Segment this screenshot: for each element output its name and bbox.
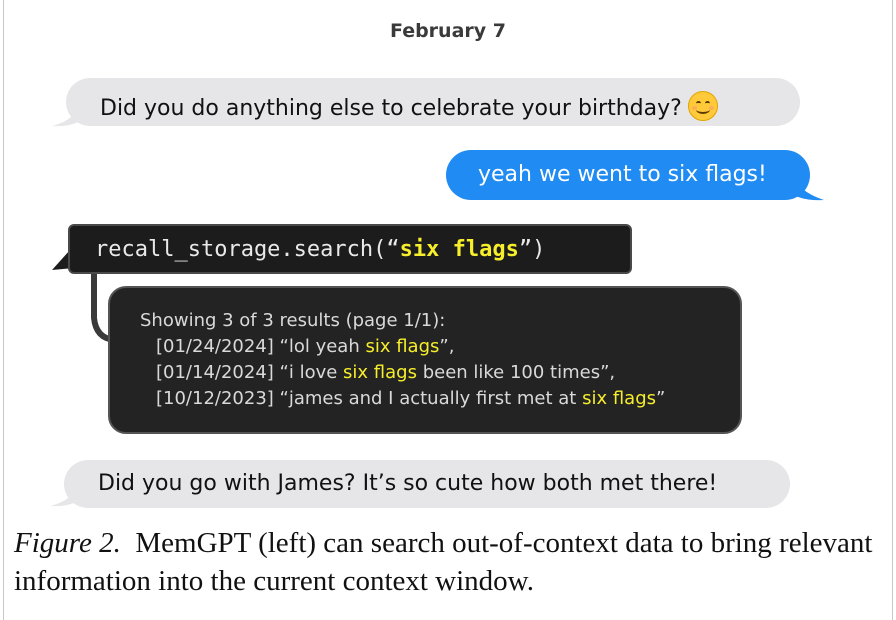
result-text: “i love <box>273 362 344 383</box>
function-call-prefix: recall_storage.search(“ <box>95 237 400 262</box>
caption-label: Figure 2. <box>14 527 121 559</box>
assistant-message: Did you do anything else to celebrate yo… <box>66 78 800 126</box>
result-highlight: six flags <box>343 362 417 383</box>
assistant-message-text: Did you go with James? It’s so cute how … <box>98 471 718 496</box>
result-item: [01/14/2024] “i love six flags been like… <box>140 360 740 386</box>
function-call-suffix: ”) <box>518 237 546 262</box>
result-text: “lol yeah <box>273 336 366 357</box>
smiling-face-icon <box>687 91 718 121</box>
result-highlight: six flags <box>582 388 657 409</box>
function-call-query: six flags <box>399 237 519 262</box>
result-date: [10/12/2023] <box>156 388 274 409</box>
result-text: “james and I actually first met at <box>273 388 583 409</box>
user-message: yeah we went to six flags! <box>446 150 810 200</box>
result-item: [10/12/2023] “james and I actually first… <box>140 386 740 412</box>
assistant-message: Did you go with James? It’s so cute how … <box>64 460 790 508</box>
result-item: [01/24/2024] “lol yeah six flags”, <box>140 334 740 360</box>
result-text: ” <box>656 388 666 409</box>
result-text: been like 100 times”, <box>416 362 616 383</box>
results-header: Showing 3 of 3 results (page 1/1): <box>140 310 446 331</box>
caption-text: MemGPT (left) can search out-of-context … <box>14 527 873 597</box>
figure-frame <box>3 0 893 620</box>
date-header: February 7 <box>389 20 506 42</box>
result-date: [01/24/2024] <box>156 336 274 357</box>
result-date: [01/14/2024] <box>156 362 274 383</box>
result-text: ”, <box>439 336 455 357</box>
search-results-box: Showing 3 of 3 results (page 1/1): [01/2… <box>108 286 742 434</box>
assistant-message-text: Did you do anything else to celebrate yo… <box>100 96 682 121</box>
user-message-text: yeah we went to six flags! <box>478 162 767 187</box>
figure-caption: Figure 2. MemGPT (left) can search out-o… <box>14 524 884 600</box>
function-call-box: recall_storage.search(“six flags”) <box>68 224 632 274</box>
result-highlight: six flags <box>365 336 440 357</box>
